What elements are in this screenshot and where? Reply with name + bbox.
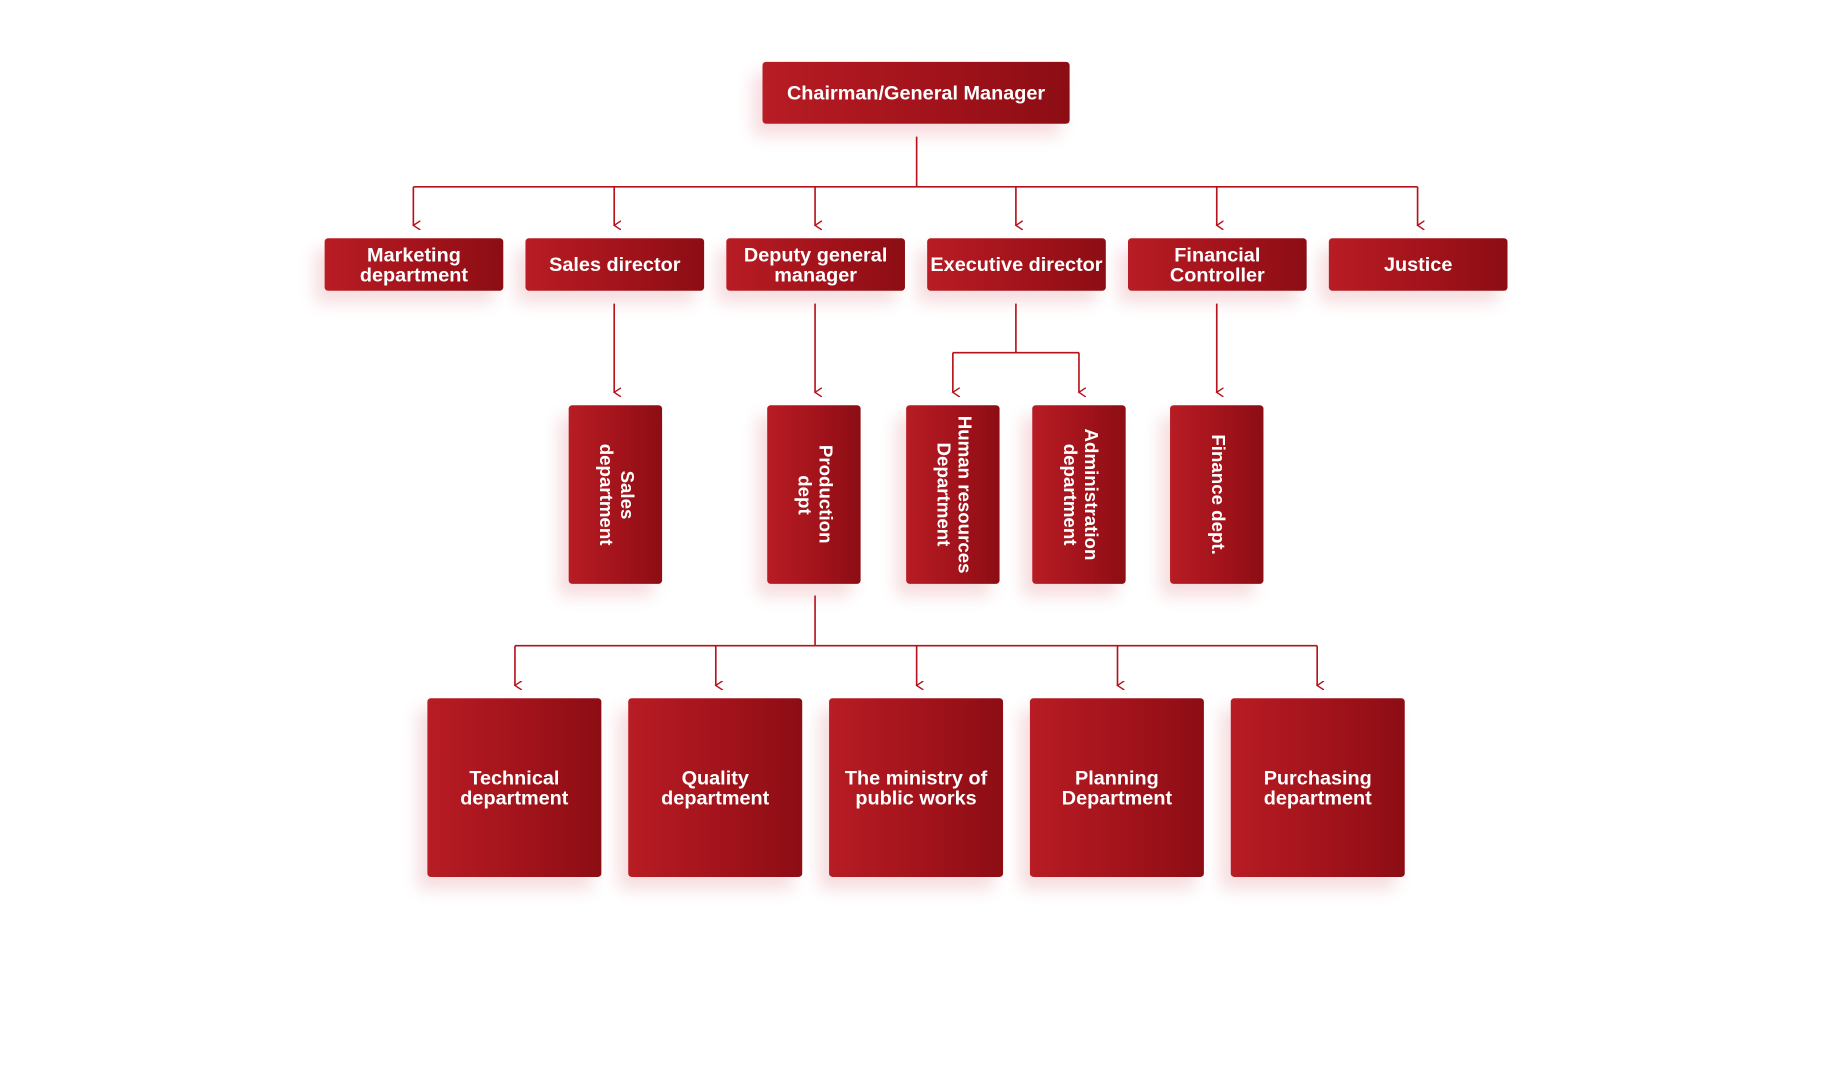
node-quality-department: Quality department: [628, 698, 803, 877]
node-label: Finance dept.: [1207, 434, 1228, 555]
node-label: Planning Department: [1061, 766, 1173, 809]
node-administration-department: Administration department: [1032, 405, 1126, 584]
node-label: Chairman/General Manager: [786, 81, 1046, 104]
node-label: Deputy general manager: [743, 243, 888, 286]
node-label: Production dept: [794, 445, 835, 544]
node-chairman: Chairman/General Manager: [762, 61, 1070, 124]
node-marketing-department: Marketing department: [324, 238, 504, 291]
node-technical-department: Technical department: [427, 698, 602, 877]
node-production-dept: Production dept: [767, 405, 861, 584]
node-ministry-of-public-works: The ministry of public works: [829, 698, 1004, 877]
node-executive-director: Executive director: [927, 238, 1106, 291]
node-sales-department: Sales department: [568, 405, 663, 584]
node-label: The ministry of public works: [844, 766, 988, 809]
node-justice: Justice: [1328, 238, 1508, 291]
node-label: Justice: [1383, 253, 1453, 276]
node-label: Financial Controller: [1169, 243, 1265, 286]
node-finance-dept: Finance dept.: [1170, 405, 1264, 584]
node-sales-director: Sales director: [525, 238, 705, 291]
node-label: Administration department: [1059, 428, 1100, 561]
node-label: Marketing department: [359, 243, 468, 286]
connector-lines: [0, 136, 1825, 917]
node-financial-controller: Financial Controller: [1127, 238, 1307, 291]
node-label: Technical department: [460, 766, 569, 809]
node-planning-department: Planning Department: [1029, 698, 1204, 877]
node-label: Executive director: [930, 253, 1103, 276]
node-label: Sales department: [595, 443, 637, 546]
node-purchasing-department: Purchasing department: [1230, 698, 1405, 877]
node-label: Human resources Department: [932, 415, 974, 574]
node-deputy-general-manager: Deputy general manager: [726, 238, 905, 291]
node-human-resources-department: Human resources Department: [906, 405, 1000, 584]
node-label: Quality department: [661, 766, 770, 809]
node-label: Sales director: [549, 253, 681, 276]
node-label: Purchasing department: [1263, 766, 1372, 809]
